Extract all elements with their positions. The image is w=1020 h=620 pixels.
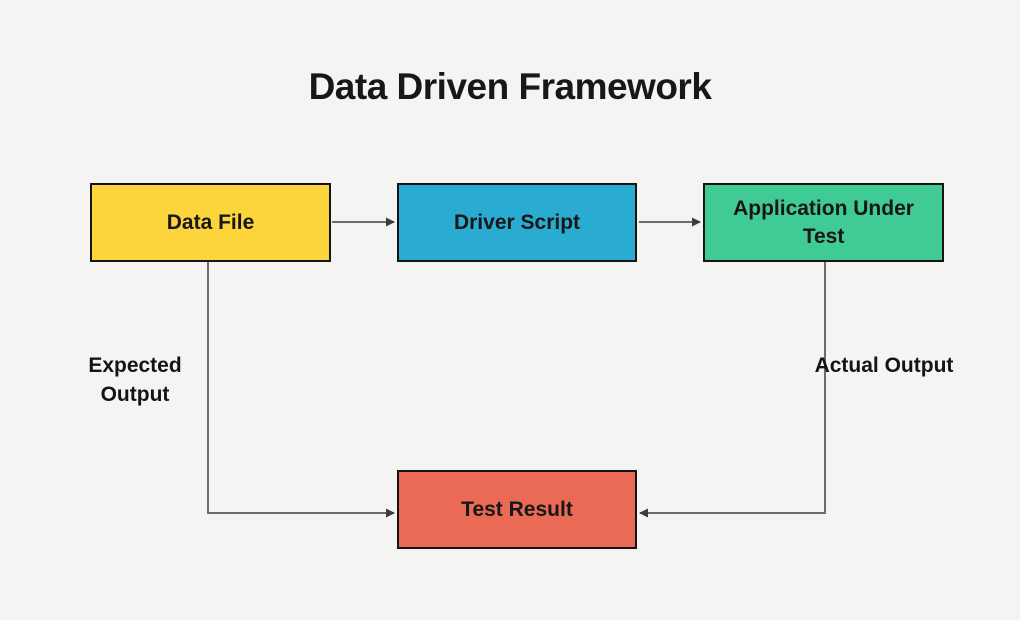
edge-datafile-to-testresult	[207, 262, 395, 518]
diagram-title: Data Driven Framework	[308, 66, 712, 107]
node-test-result: Test Result	[397, 470, 637, 549]
node-data-file: Data File	[90, 183, 331, 262]
edge-label-actual-output: Actual Output	[814, 354, 954, 377]
node-driver-script: Driver Script	[397, 183, 637, 262]
edge-label-expected-output: Expected Output	[88, 354, 182, 406]
node-test-result-label: Test Result	[461, 497, 573, 521]
node-data-file-label: Data File	[166, 210, 255, 234]
node-application-under-test-label: Application Under Test	[733, 197, 914, 248]
node-application-under-test: Application Under Test	[703, 183, 944, 262]
node-driver-script-label: Driver Script	[453, 210, 581, 234]
edge-aut-to-testresult	[639, 262, 826, 518]
